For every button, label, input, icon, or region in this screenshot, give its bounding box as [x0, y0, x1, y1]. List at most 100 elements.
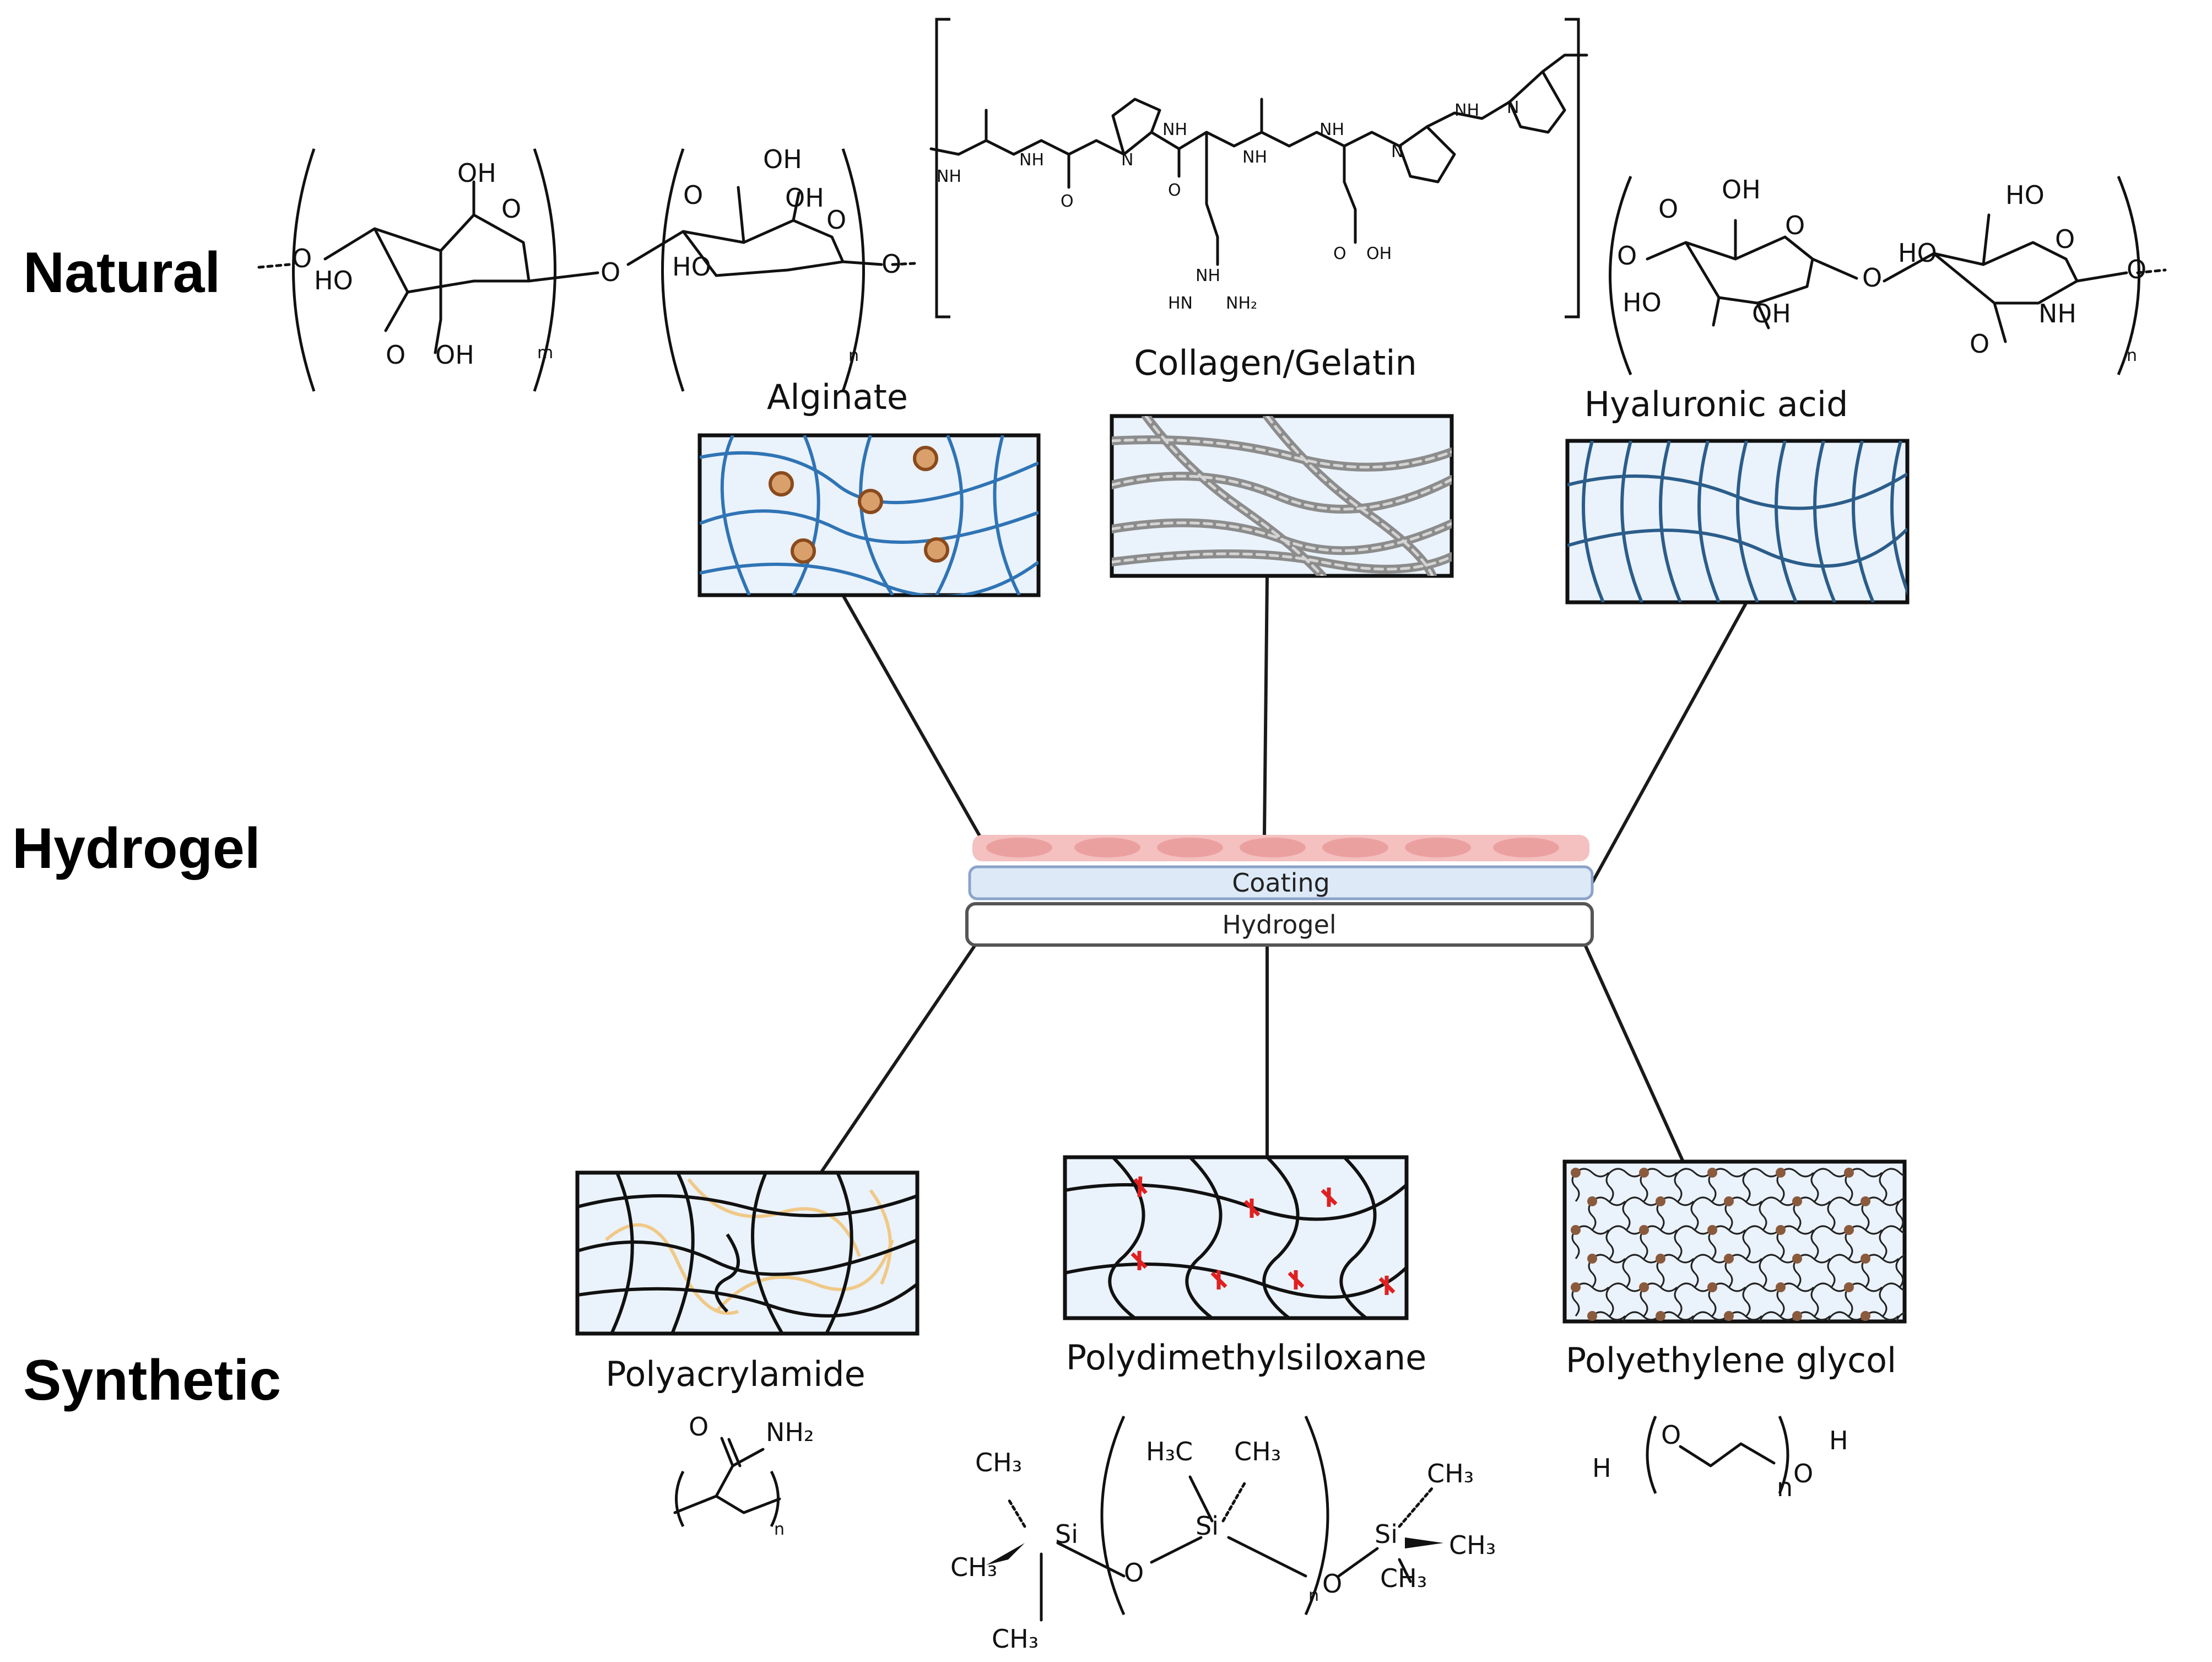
- peg-chain: [1895, 1312, 1905, 1321]
- peg-crosslink-node: [1707, 1282, 1717, 1292]
- connector-polyacrylamide: [819, 944, 977, 1174]
- cell-3: [1157, 838, 1223, 857]
- peg-chain: [1759, 1254, 1797, 1288]
- peg-crosslink-node: [1724, 1311, 1734, 1321]
- calcium-ion-4: [791, 538, 816, 564]
- peg-chain: [1776, 1168, 1815, 1202]
- peg-chain: [1690, 1196, 1729, 1231]
- pdms-label-h3c: H₃C: [1146, 1437, 1193, 1466]
- hydrogel-layer-label: Hydrogel: [1222, 910, 1336, 940]
- peg-label-h-right: H: [1829, 1426, 1848, 1455]
- peg-chain: [1810, 1282, 1849, 1316]
- coating-layer: Coating: [968, 865, 1594, 900]
- peg-chain: [1879, 1168, 1905, 1202]
- alginate-structure: OH O O HO O OH m O O OH OH O HO O n: [257, 144, 916, 392]
- peg-chain: [1895, 1197, 1905, 1231]
- pdms-crosslink-1: [1133, 1176, 1148, 1197]
- pdms-label-ch3-3: CH₃: [992, 1624, 1039, 1654]
- ha-label-o-carbonyl: O: [1658, 194, 1678, 224]
- peg-chain: [1879, 1225, 1905, 1259]
- peg-chain: [1571, 1282, 1610, 1316]
- pdms-label-o-1: O: [1124, 1558, 1144, 1588]
- pdms-crosslink-2: [1243, 1199, 1261, 1218]
- alginate-network-box: [697, 433, 1041, 597]
- peg-chain: [1640, 1282, 1678, 1316]
- alg-label-oh-top: OH: [457, 158, 496, 188]
- pdms-crosslink-7: [1378, 1276, 1396, 1295]
- polyacrylamide-label: Polyacrylamide: [605, 1354, 866, 1394]
- peg-crosslink-node: [1776, 1225, 1786, 1235]
- calcium-ion-3: [858, 489, 883, 514]
- pdms-label-ch3-2: CH₃: [950, 1552, 997, 1582]
- peg-chain: [1640, 1225, 1678, 1259]
- ha-label-oh-carboxyl: OH: [1722, 175, 1761, 204]
- polyethylene-glycol-label: Polyethylene glycol: [1566, 1340, 1897, 1380]
- col-label-nh-3: NH: [1162, 120, 1187, 139]
- ha-label-o-link: O: [1862, 263, 1882, 293]
- peg-chain: [1674, 1225, 1712, 1259]
- peg-crosslink-node: [1861, 1311, 1870, 1321]
- peg-crosslink-node: [1776, 1282, 1786, 1292]
- pam-label-n: n: [774, 1520, 785, 1539]
- pdms-crosslink-5: [1210, 1270, 1227, 1289]
- col-label-hn: HN: [1168, 294, 1193, 313]
- peg-label-h-left: H: [1592, 1453, 1611, 1483]
- peg-chain: [1845, 1168, 1883, 1202]
- peg-chain: [1571, 1168, 1610, 1202]
- peg-chain: [1674, 1168, 1712, 1202]
- alg-label-n: n: [848, 346, 859, 365]
- peg-chain: [1656, 1196, 1695, 1231]
- peg-chain: [1861, 1196, 1900, 1231]
- col-label-oh: OH: [1366, 244, 1392, 263]
- peg-network-box: [1562, 1159, 1907, 1324]
- peg-crosslink-node: [1792, 1196, 1802, 1206]
- alg-label-o-right: O: [881, 249, 901, 279]
- connector-alginate: [841, 594, 982, 839]
- pdms-crosslink-4: [1131, 1251, 1148, 1270]
- pam-label-o: O: [689, 1412, 709, 1442]
- peg-chain: [1656, 1254, 1695, 1288]
- peg-chain: [1588, 1254, 1626, 1288]
- peg-chain: [1827, 1311, 1865, 1321]
- pdms-label-o-2: O: [1322, 1569, 1342, 1599]
- alg-label-oh-carboxyl2: OH: [763, 144, 802, 174]
- peg-chain: [1810, 1225, 1849, 1259]
- col-label-o-3: O: [1333, 244, 1346, 263]
- hyaluronic-network-box: [1565, 439, 1910, 605]
- cell-5: [1322, 838, 1388, 857]
- peg-crosslink-node: [1587, 1196, 1597, 1206]
- peg-chain: [1690, 1311, 1729, 1321]
- peg-box-frame: [1562, 1159, 1907, 1324]
- collagen-structure: NH NH O N O NH NH NH N NH N NH HN NH₂ O …: [929, 18, 1588, 319]
- category-synthetic: Synthetic: [23, 1348, 281, 1412]
- peg-crosslink-node: [1707, 1225, 1717, 1235]
- peg-chain: [1640, 1168, 1678, 1202]
- peg-chain: [1810, 1168, 1849, 1202]
- peg-label-o-right: O: [1793, 1459, 1813, 1488]
- polyacrylamide-network-box: [575, 1170, 920, 1336]
- peg-chain: [1879, 1282, 1905, 1316]
- pdms-label-n: n: [1308, 1586, 1319, 1605]
- peg-crosslink-node: [1724, 1196, 1734, 1206]
- col-label-n-2: N: [1391, 142, 1403, 161]
- collagen-network-box: [1110, 414, 1454, 578]
- ha-label-o-amide: O: [1970, 329, 1989, 359]
- peg-crosslink-node: [1844, 1282, 1854, 1292]
- category-natural: Natural: [23, 241, 220, 305]
- pdms-label-si-3: Si: [1375, 1519, 1398, 1549]
- alg-label-ho-1: HO: [314, 266, 353, 295]
- alg-label-ho-2: HO: [672, 252, 711, 282]
- peg-crosslink-node: [1571, 1282, 1581, 1292]
- peg-chain: [1605, 1282, 1644, 1316]
- pdms-label-si-2: Si: [1196, 1511, 1219, 1541]
- calcium-ion-5: [924, 537, 949, 563]
- peg-crosslink-node: [1656, 1196, 1665, 1206]
- peg-chain: [1605, 1225, 1644, 1259]
- peg-crosslink-node: [1656, 1311, 1665, 1321]
- peg-chain: [1622, 1311, 1661, 1321]
- peg-chain: [1708, 1282, 1746, 1316]
- polyacrylamide-structure: O NH₂ n: [673, 1412, 814, 1539]
- ha-label-o-right: O: [2127, 255, 2146, 284]
- ha-label-ho-2: HO: [1898, 238, 1937, 268]
